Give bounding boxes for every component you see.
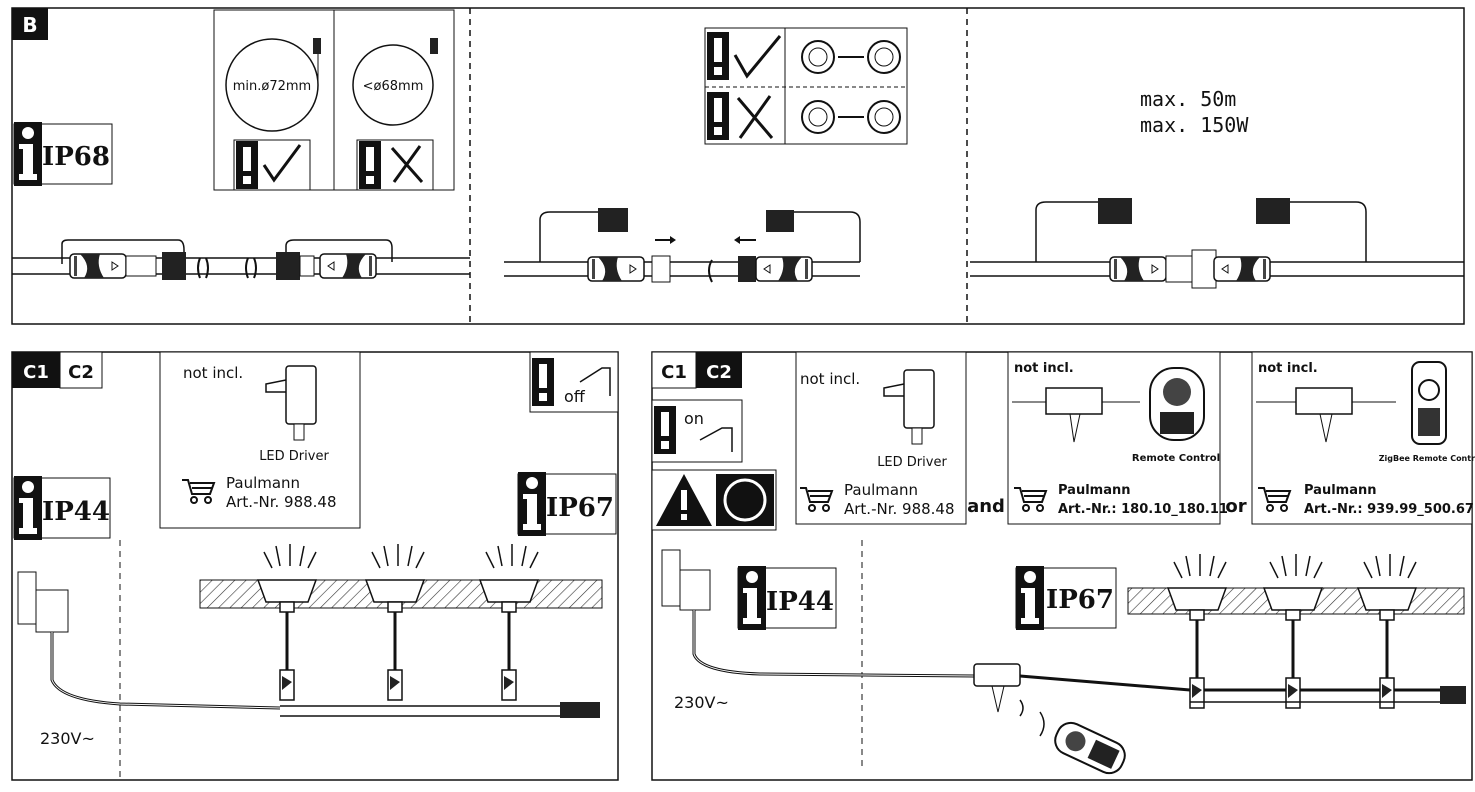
section-b-frame	[11, 7, 1465, 325]
ip44-label: IP44	[42, 497, 110, 527]
art-nr-label: Art.-Nr.: 939.99_500.67	[1304, 502, 1474, 517]
warning-icon	[707, 32, 729, 80]
lamp-3	[1356, 553, 1418, 710]
max-power-label: max. 150W	[1140, 113, 1249, 137]
section-b-label: B	[22, 13, 37, 37]
and-label: and	[967, 496, 1005, 517]
not-incl-label: not incl.	[183, 364, 243, 382]
brand-label: Paulmann	[1058, 483, 1131, 498]
remote-label: Remote Control	[1132, 453, 1220, 464]
brand-label: Paulmann	[226, 474, 300, 492]
switch-icon	[699, 427, 733, 452]
tab-c1: C1	[661, 362, 687, 383]
warning-icon	[359, 141, 381, 189]
check-icon	[733, 35, 782, 79]
led-driver-icon	[883, 369, 935, 445]
info-icon	[738, 566, 766, 630]
bend-bad-label: <ø68mm	[363, 79, 424, 94]
driver-label: LED Driver	[259, 449, 329, 464]
info-icon	[518, 472, 546, 536]
dimmer-icon	[723, 478, 767, 522]
ip68-label: IP68	[42, 142, 110, 172]
cross-icon	[390, 145, 424, 183]
lamp-1	[256, 543, 318, 702]
brand-label: Paulmann	[844, 481, 918, 499]
signal-icon	[1019, 699, 1045, 737]
warning-icon	[532, 358, 554, 406]
switch-on-label: on	[684, 409, 704, 428]
warning-icon	[654, 406, 676, 454]
switch-icon	[579, 367, 611, 396]
art-nr-label: Art.-Nr. 988.48	[226, 493, 337, 511]
voltage-label: 230V~	[40, 729, 95, 748]
bend-ok-label: min.ø72mm	[233, 79, 311, 94]
receiver-icon	[973, 663, 1021, 687]
art-nr-label: Art.-Nr. 988.48	[844, 500, 955, 518]
zigbee-label: ZigBee Remote Control	[1379, 454, 1475, 463]
lamp-1	[1166, 553, 1228, 710]
info-icon	[1016, 566, 1044, 630]
lamp-2	[364, 543, 426, 702]
driver-label: LED Driver	[877, 455, 947, 470]
tab-c1: C1	[23, 362, 49, 383]
not-incl-label: not incl.	[800, 370, 860, 388]
info-icon	[14, 122, 42, 186]
ip67-label: IP67	[1046, 585, 1114, 615]
lamp-2	[1262, 553, 1324, 710]
not-incl-label: not incl.	[1258, 361, 1318, 376]
warning-icon	[236, 141, 258, 189]
voltage-label: 230V~	[674, 693, 729, 712]
rotate-icon	[197, 257, 209, 279]
info-icon	[14, 476, 42, 540]
or-label: or	[1225, 496, 1246, 517]
rotate-icon	[245, 257, 257, 279]
warning-icon	[707, 92, 729, 140]
tab-c2: C2	[706, 362, 732, 383]
not-incl-label: not incl.	[1014, 361, 1074, 376]
led-driver-icon	[265, 365, 317, 441]
art-nr-label: Art.-Nr.: 180.10_180.11	[1058, 502, 1228, 517]
ip44-label: IP44	[766, 587, 834, 617]
brand-label: Paulmann	[1304, 483, 1377, 498]
lamp-3	[478, 543, 540, 702]
switch-state-label: off	[564, 387, 586, 406]
section-b-badge	[12, 8, 48, 40]
ip67-label: IP67	[546, 493, 614, 523]
remote-control-icon	[1149, 367, 1205, 441]
max-length-label: max. 50m	[1140, 87, 1236, 111]
zigbee-remote-icon	[1411, 361, 1447, 445]
tab-c2: C2	[68, 362, 94, 383]
remote-control-icon	[1054, 721, 1126, 775]
cross-icon	[736, 95, 774, 139]
check-icon	[262, 144, 302, 183]
